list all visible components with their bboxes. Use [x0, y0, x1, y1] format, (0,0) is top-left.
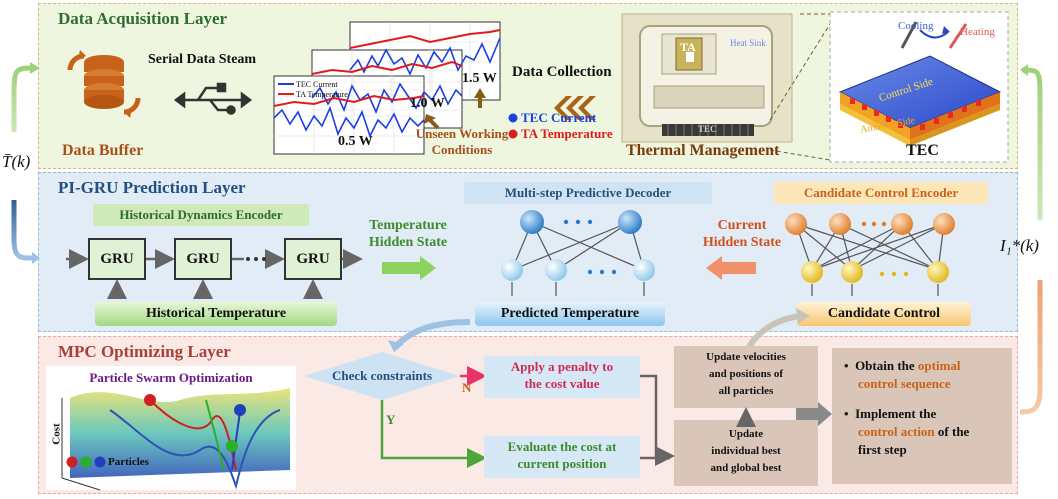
historical-temperature-label: Historical Temperature — [145, 306, 287, 321]
candidate-control-bar — [797, 302, 971, 326]
result-bullet-1: • Obtain the optimal — [844, 358, 961, 373]
gru-cell-3: GRU — [284, 238, 342, 280]
right-side-label: I₁*(k) — [1000, 236, 1039, 255]
data-collection-label: Data Collection — [512, 64, 612, 80]
update-velocities-line-2: and positions of — [709, 368, 783, 380]
cooling-label: Cooling — [898, 20, 934, 32]
unseen-label-1: Unseen Working — [415, 126, 509, 141]
result-bullet-2: • Implement the — [844, 406, 937, 421]
decoder-pill — [464, 182, 712, 204]
tec-module-icon — [838, 21, 1002, 146]
left-feedback-top — [11, 65, 37, 132]
bullet2-prefix: Implement the — [855, 406, 937, 421]
temp-hidden-label-2: Hidden State — [368, 235, 448, 250]
right-feedback-top — [1021, 67, 1043, 220]
cost-axis-label: Cost — [50, 423, 63, 445]
historical-encoder-label: Historical Dynamics Encoder — [119, 207, 283, 222]
evaluate-line-2: current position — [517, 456, 607, 471]
historical-encoder-pill — [93, 204, 309, 226]
tec-label: TEC — [906, 142, 939, 159]
serial-stream-label: Serial Data Steam — [148, 52, 257, 67]
left-side-label: T̄(k) — [2, 152, 31, 171]
bullet1-prefix: Obtain the — [855, 358, 918, 373]
collection-chevrons — [554, 96, 596, 120]
branch-n-label: N — [462, 380, 472, 395]
historical-temperature-bar — [95, 302, 337, 326]
check-constraints-diamond — [304, 352, 460, 400]
decoder-title-label: Multi-step Predictive Decoder — [504, 185, 672, 200]
predicted-temperature-bar — [475, 302, 665, 326]
plot-legend-current: TEC Current — [296, 80, 338, 89]
result-box — [832, 348, 1012, 484]
power-label-15: 1.5 W — [462, 71, 497, 86]
penalty-box — [484, 356, 640, 398]
result-bullet-2-line-2: control action of the — [858, 424, 969, 440]
current-hidden-label-1: Current — [717, 218, 767, 233]
gru-cell-1: GRU — [88, 238, 146, 280]
mpc-title: MPC Optimizing Layer — [58, 342, 231, 361]
collection-legend-current: TEC Current — [521, 110, 597, 125]
update-velocities-line-1: Update velocities — [706, 351, 786, 363]
thermal-management-photo — [621, 13, 793, 143]
temp-hidden-arrow — [382, 256, 436, 280]
penalty-line-1: Apply a penalty to — [510, 359, 614, 374]
update-best-box — [674, 420, 818, 486]
update-best-line-2: individual best — [711, 445, 781, 457]
pso-surface-plot — [46, 366, 296, 491]
tec-strip-label: TEC — [698, 124, 717, 134]
update-best-line-3: and global best — [710, 462, 782, 474]
candidate-encoder-label: Candidate Control Encoder — [803, 185, 959, 200]
evaluate-line-1: Evaluate the cost at — [507, 439, 617, 454]
current-hidden-arrow — [706, 256, 756, 280]
heat-sink-label: Heat Sink — [730, 38, 766, 48]
update-velocities-line-3: all particles — [718, 385, 774, 397]
left-feedback-bottom — [11, 200, 33, 261]
heating-label: Heating — [960, 26, 995, 38]
right-feedback-bottom — [1019, 280, 1043, 415]
update-best-line-1: Update — [728, 428, 764, 440]
pso-title-label: Particle Swarm Optimization — [89, 370, 253, 385]
check-constraints-label: Check constraints — [331, 368, 433, 383]
particles-label: Particles — [108, 456, 149, 468]
power-label-10: 1.0 W — [410, 96, 445, 111]
unseen-label-2: Conditions — [431, 142, 493, 157]
plot-legend-temperature: TA Temperature — [296, 90, 348, 99]
ta-label: TA — [680, 40, 696, 54]
branch-y-label: Y — [386, 412, 396, 427]
collection-legend-temperature: TA Temperature — [521, 126, 613, 141]
candidate-network — [795, 223, 945, 296]
bullet1-highlight-b: control sequence — [858, 376, 951, 391]
update-velocities-box — [674, 346, 818, 408]
candidate-encoder-pill — [774, 182, 988, 204]
predicted-temperature-label: Predicted Temperature — [500, 306, 640, 321]
current-hidden-label-2: Hidden State — [702, 235, 782, 250]
data-acquisition-title: Data Acquisition Layer — [58, 9, 228, 28]
bullet2-suffix-a: of the — [934, 424, 970, 439]
temp-hidden-label-1: Temperature — [369, 218, 447, 233]
data-buffer-label: Data Buffer — [62, 142, 144, 159]
pi-gru-title: PI-GRU Prediction Layer — [58, 178, 246, 197]
bullet2-suffix-b: first step — [858, 442, 907, 457]
database-icon — [67, 50, 141, 118]
penalty-line-2: the cost value — [524, 376, 600, 391]
power-label-05: 0.5 W — [338, 134, 373, 149]
gru-cell-2: GRU — [174, 238, 232, 280]
evaluate-box — [484, 436, 640, 478]
bullet2-highlight: control action — [858, 424, 935, 439]
candidate-control-label: Candidate Control — [827, 306, 941, 321]
to-result-arrow — [796, 402, 832, 426]
power-plots — [273, 21, 501, 155]
bullet1-highlight-a: optimal — [917, 358, 961, 373]
thermal-management-label: Thermal Management — [626, 142, 780, 159]
usb-icon — [173, 82, 253, 115]
